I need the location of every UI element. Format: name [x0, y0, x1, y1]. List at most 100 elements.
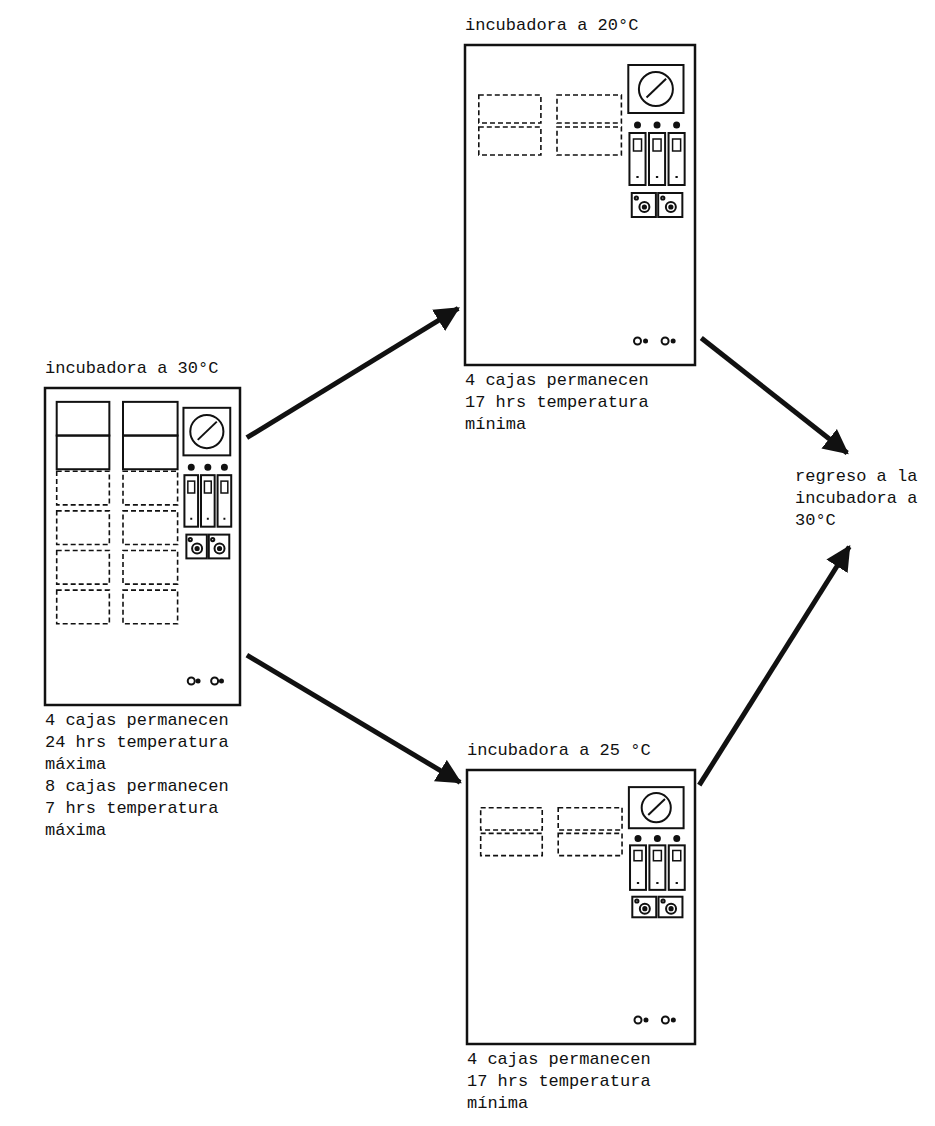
switch-mark [676, 882, 678, 884]
return-note: regreso a la incubadora a 30°C [795, 458, 925, 540]
switch-slot [673, 139, 681, 151]
knob [635, 1017, 642, 1024]
dashed-box [479, 127, 541, 155]
dashed-box [557, 95, 621, 123]
gauge-screw [211, 538, 214, 541]
switch [669, 133, 685, 185]
incubator-caption: 4 cajas permanecen 24 hrs temperatura má… [45, 710, 245, 842]
gauge-ring [639, 202, 649, 212]
switch-mark [207, 518, 209, 520]
caption-text: 4 cajas permanecen 24 hrs temperatura má… [45, 710, 245, 776]
dashed-box [481, 833, 543, 855]
culture-box [57, 402, 110, 436]
incubator-body [465, 45, 695, 365]
dashed-box [558, 833, 622, 855]
gauge-screw [189, 538, 192, 541]
lamp [635, 123, 640, 128]
gauge-screw [661, 899, 664, 902]
dial-frame [628, 65, 683, 113]
switch-slot [188, 481, 195, 493]
lamp [222, 465, 227, 470]
gauge-screw [635, 899, 638, 902]
switch [669, 845, 685, 890]
incubator: incubadora a 20°C4 cajas permanecen 17 h… [465, 45, 695, 365]
gauge-dot [218, 547, 221, 550]
lamp [636, 836, 641, 841]
dial-frame [629, 787, 684, 828]
gauge [209, 535, 229, 559]
culture-box [123, 402, 178, 436]
dial [190, 415, 223, 448]
dial [642, 793, 671, 822]
gauge-ring [666, 904, 676, 914]
switch-slot [633, 139, 641, 151]
incubator-heading: incubadora a 20°C [465, 15, 638, 37]
switch [630, 845, 646, 890]
lamp [674, 836, 679, 841]
gauge-dot [669, 205, 672, 208]
flow-arrow [701, 338, 847, 453]
gauge-ring [192, 543, 202, 553]
dashed-box [57, 471, 110, 505]
dashed-box [557, 127, 621, 155]
switch [629, 133, 645, 185]
gauge [632, 193, 656, 217]
incubator: incubadora a 25 °C4 cajas permanecen 17 … [467, 770, 695, 1044]
dashed-box [558, 808, 622, 830]
dashed-box [123, 471, 178, 505]
dashed-box [123, 590, 178, 624]
switch [649, 133, 665, 185]
dashed-box [123, 550, 178, 584]
knob-dot [644, 1019, 647, 1022]
knob [662, 338, 669, 345]
switch [201, 475, 215, 527]
knob-dot [220, 680, 223, 683]
knob [634, 338, 641, 345]
gauge [658, 193, 682, 217]
switch-mark [656, 882, 658, 884]
culture-box [57, 436, 110, 470]
dial [639, 72, 673, 106]
flow-arrow [247, 655, 460, 782]
knob-dot [672, 340, 675, 343]
dashed-box [57, 511, 110, 545]
knob [662, 1017, 669, 1024]
lamp [655, 836, 660, 841]
switch-mark [190, 518, 192, 520]
gauge-dot [643, 205, 646, 208]
incubator-caption: 4 cajas permanecen 17 hrs temperatura mí… [467, 1049, 667, 1115]
gauge-dot [643, 907, 646, 910]
switch-mark [636, 176, 638, 178]
dashed-box [57, 550, 110, 584]
flow-arrow [699, 547, 849, 785]
lamp [189, 465, 194, 470]
switch-mark [656, 176, 658, 178]
incubator-heading: incubadora a 30°C [45, 358, 218, 380]
incubator-drawing [45, 388, 240, 705]
dashed-box [57, 590, 110, 624]
incubator-caption: 4 cajas permanecen 17 hrs temperatura mí… [465, 370, 665, 436]
culture-box [123, 436, 178, 470]
incubator: incubadora a 30°C4 cajas permanecen 24 h… [45, 388, 240, 705]
knob-dot [644, 340, 647, 343]
incubator-drawing [467, 770, 695, 1044]
knob-dot [197, 680, 200, 683]
switch [218, 475, 232, 527]
knob [211, 678, 218, 685]
flow-arrow [247, 308, 458, 437]
knob [188, 678, 195, 685]
caption-text: 4 cajas permanecen 17 hrs temperatura mí… [465, 370, 665, 436]
switch [184, 475, 198, 527]
switch-slot [221, 481, 228, 493]
switch [649, 845, 665, 890]
dashed-box [481, 808, 543, 830]
dial-needle [198, 422, 217, 440]
lamp [655, 123, 660, 128]
gauge [632, 897, 656, 918]
gauge [186, 535, 206, 559]
dashed-box [479, 95, 541, 123]
switch-slot [653, 139, 661, 151]
dial-needle [648, 799, 665, 815]
